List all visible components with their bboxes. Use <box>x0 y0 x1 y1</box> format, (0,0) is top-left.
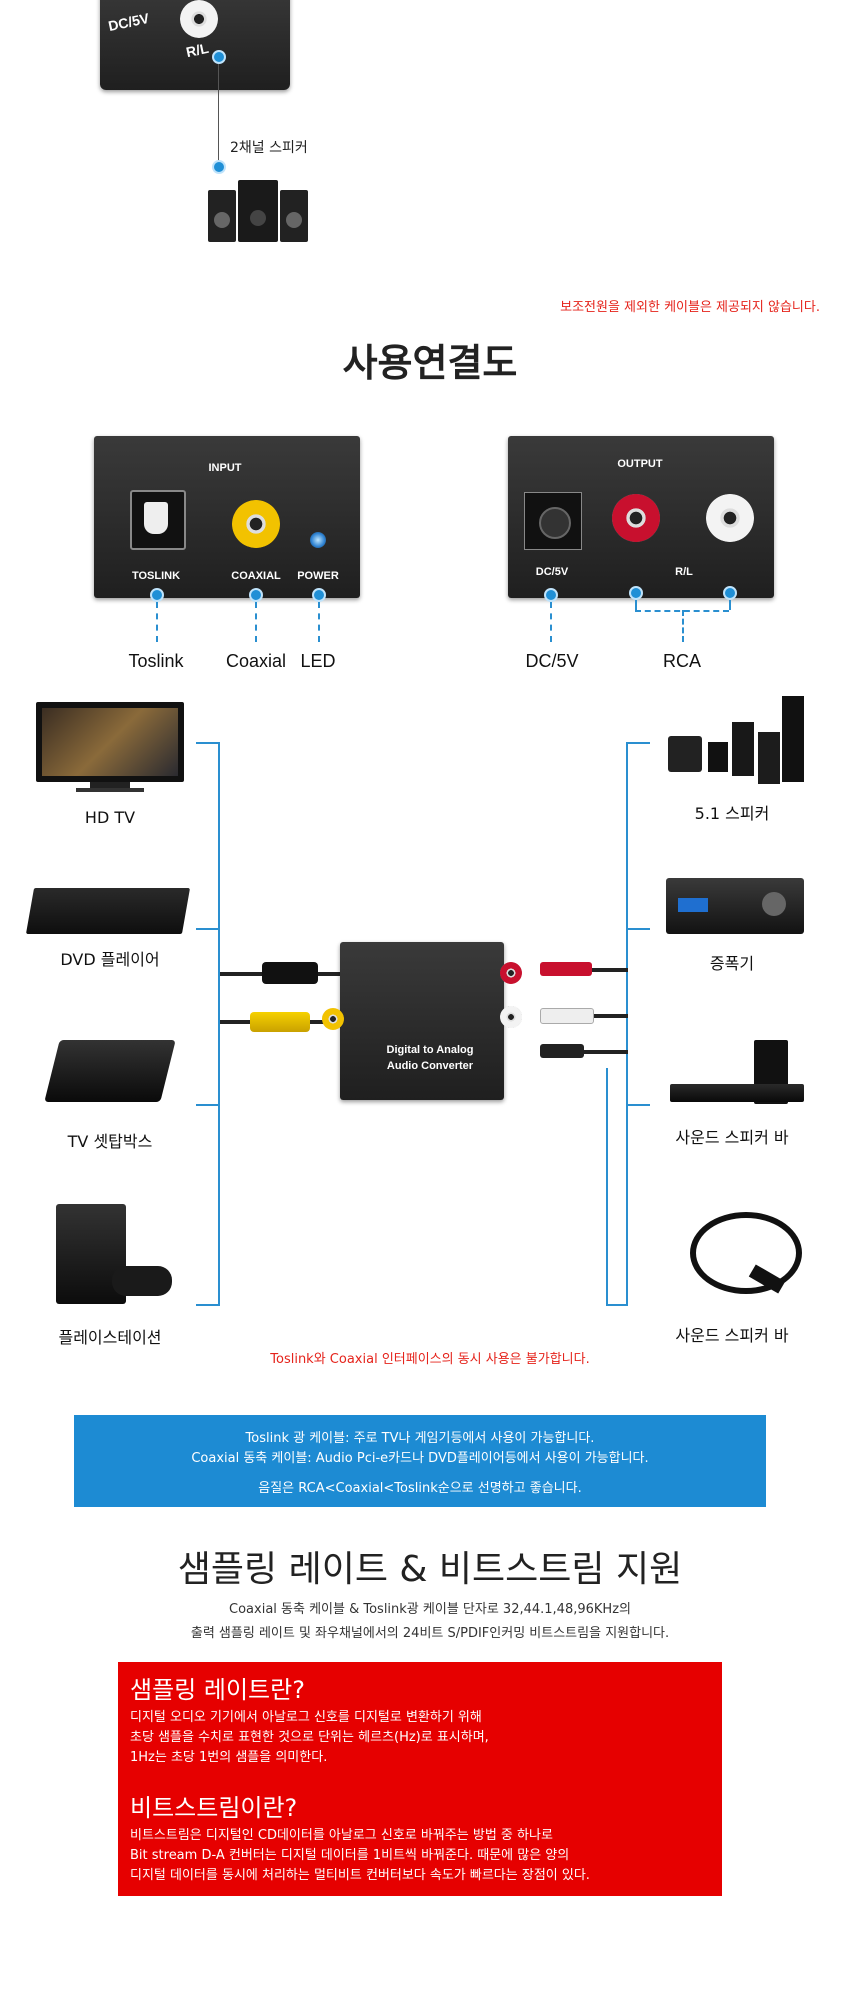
right-bracket-tick <box>626 742 650 744</box>
power-label: POWER <box>297 570 339 582</box>
callout-line-dc <box>550 602 552 642</box>
callout-dot-dc <box>544 588 558 602</box>
right-bracket-tick <box>626 1104 650 1106</box>
speaker-label: 2채널 스피커 <box>230 140 308 156</box>
interface-warning: Toslink와 Coaxial 인터페이스의 동시 사용은 불가합니다. <box>270 1352 590 1367</box>
device-label-soundbar-2: 사운드 스피커 바 <box>675 1326 789 1345</box>
soundbar-image <box>670 1040 804 1104</box>
cable-notice: 보조전원을 제외한 케이블은 제공되지 않습니다. <box>560 300 820 315</box>
bitstream-line-3: 디지털 데이터를 동시에 처리하는 멀티비트 컨버터보다 속도가 빠르다는 장점… <box>130 1868 590 1883</box>
device-label-soundbar-1: 사운드 스피커 바 <box>675 1128 789 1147</box>
connector-dot <box>212 160 226 174</box>
optical-plug <box>262 962 318 984</box>
sampling-desc-2: 출력 샘플링 레이트 및 좌우채널에서의 24비트 S/PDIF인커밍 비트스트… <box>190 1626 670 1641</box>
caption-toslink: Toslink <box>128 651 184 671</box>
toslink-port-label: TOSLINK <box>131 570 181 582</box>
device-label-51-speaker: 5.1 스피커 <box>694 804 770 823</box>
input-title: INPUT <box>208 462 242 474</box>
connector-line <box>218 64 219 154</box>
callout-line-coaxial <box>255 602 257 642</box>
definition-box: 샘플링 레이트란? 디지털 오디오 기기에서 아날로그 신호를 디지털로 변환하… <box>118 1662 722 1896</box>
coaxial-plug <box>250 1012 310 1032</box>
caption-dc: DC/5V <box>525 651 579 671</box>
dc-plug <box>540 1044 584 1058</box>
sampling-rate-line-2: 초당 샘플을 수치로 표현한 것으로 단위는 헤르츠(Hz)로 표시하며, <box>130 1730 489 1745</box>
sampling-rate-line-1: 디지털 오디오 기기에서 아날로그 신호를 디지털로 변환하기 위해 <box>130 1710 482 1725</box>
callout-dot-toslink <box>150 588 164 602</box>
right-bracket-tick <box>606 1304 628 1306</box>
right-bracket-branch <box>606 1068 608 1306</box>
callout-bracket-l <box>729 600 731 610</box>
section-title-sampling: 샘플링 레이트 & 비트스트림 지원 <box>177 1549 683 1590</box>
rca-plug-white <box>540 1008 594 1024</box>
callout-line-rca <box>682 610 684 642</box>
dc-port <box>524 492 582 550</box>
rca-jack-top <box>180 0 218 38</box>
sampling-rate-line-3: 1Hz는 초당 1번의 샘플을 의미한다. <box>130 1750 328 1765</box>
info-line-quality: 음질은 RCA<Coaxial<Toslink순으로 선명하고 좋습니다. <box>258 1481 582 1496</box>
dvd-player-image <box>25 888 191 934</box>
rca-left-port <box>706 494 754 542</box>
bitstream-heading: 비트스트림이란? <box>130 1794 298 1822</box>
coaxial-port-label: COAXIAL <box>231 570 281 582</box>
coaxial-port <box>232 500 280 548</box>
info-line-coaxial: Coaxial 동축 케이블: Audio Pci-e카드나 DVD플레이어등에… <box>191 1451 649 1466</box>
right-bracket-vertical <box>626 742 628 1306</box>
connector-line <box>218 150 219 166</box>
callout-bracket-r <box>635 600 637 610</box>
left-bracket-vertical <box>218 742 220 1306</box>
connector-dot <box>212 50 226 64</box>
device-label-dvd: DVD 플레이어 <box>60 950 160 969</box>
callout-dot-rca-l <box>723 586 737 600</box>
callout-line-led <box>318 602 320 642</box>
output-title: OUTPUT <box>617 458 663 470</box>
caption-led: LED <box>300 651 336 671</box>
caption-rca: RCA <box>662 651 701 671</box>
rca-right-port <box>612 494 660 542</box>
toslink-port <box>130 490 186 550</box>
left-bracket-tick <box>196 928 220 930</box>
section-title-connection: 사용연결도 <box>342 341 518 385</box>
device-label-playstation: 플레이스테이션 <box>58 1328 162 1347</box>
device-label-hdtv: HD TV <box>84 808 136 827</box>
left-bracket-tick <box>196 1304 220 1306</box>
dc-cable <box>540 1050 628 1054</box>
bitstream-line-2: Bit stream D-A 컨버터는 디지털 데이터를 1비트씩 바꿔준다. … <box>130 1848 570 1863</box>
dc-port-label: DC/5V <box>535 566 569 578</box>
device-label-amplifier: 증폭기 <box>709 954 755 973</box>
speaker-51-image <box>668 696 804 788</box>
left-bracket-tick <box>196 742 220 744</box>
rl-port-label: R/L <box>675 566 693 578</box>
converter-label-2: Audio Converter <box>386 1060 474 1072</box>
bitstream-line-1: 비트스트림은 디지털인 CD데이터를 아날로그 신호로 바꿔주는 방법 중 하나… <box>130 1828 553 1843</box>
info-line-toslink: Toslink 광 케이블: 주로 TV나 게임기등에서 사용이 가능합니다. <box>245 1431 595 1446</box>
hdtv-image <box>36 702 184 794</box>
device-label-settop: TV 셋탑박스 <box>67 1132 153 1151</box>
converter-image <box>340 942 504 1100</box>
power-led <box>310 532 326 548</box>
converter-r-jack <box>500 962 522 984</box>
callout-dot-led <box>312 588 326 602</box>
sampling-desc-1: Coaxial 동축 케이블 & Toslink광 케이블 단자로 32,44.… <box>229 1602 631 1617</box>
converter-coaxial-jack <box>322 1008 344 1030</box>
cable-info-box: Toslink 광 케이블: 주로 TV나 게임기등에서 사용이 가능합니다. … <box>74 1415 766 1507</box>
usb-cable-image <box>680 1206 802 1302</box>
playstation-image <box>56 1204 172 1308</box>
sampling-rate-heading: 샘플링 레이트란? <box>130 1676 305 1704</box>
amplifier-image <box>666 878 804 934</box>
callout-line-toslink <box>156 602 158 642</box>
rca-plug-red <box>540 962 592 976</box>
settop-box-image <box>44 1040 176 1102</box>
speaker-image <box>208 180 308 242</box>
callout-dot-rca-r <box>629 586 643 600</box>
converter-l-jack <box>500 1006 522 1028</box>
left-bracket-tick <box>196 1104 220 1106</box>
caption-coaxial: Coaxial <box>225 651 287 671</box>
callout-dot-coaxial <box>249 588 263 602</box>
converter-label-1: Digital to Analog <box>386 1044 474 1056</box>
right-bracket-tick <box>626 928 650 930</box>
